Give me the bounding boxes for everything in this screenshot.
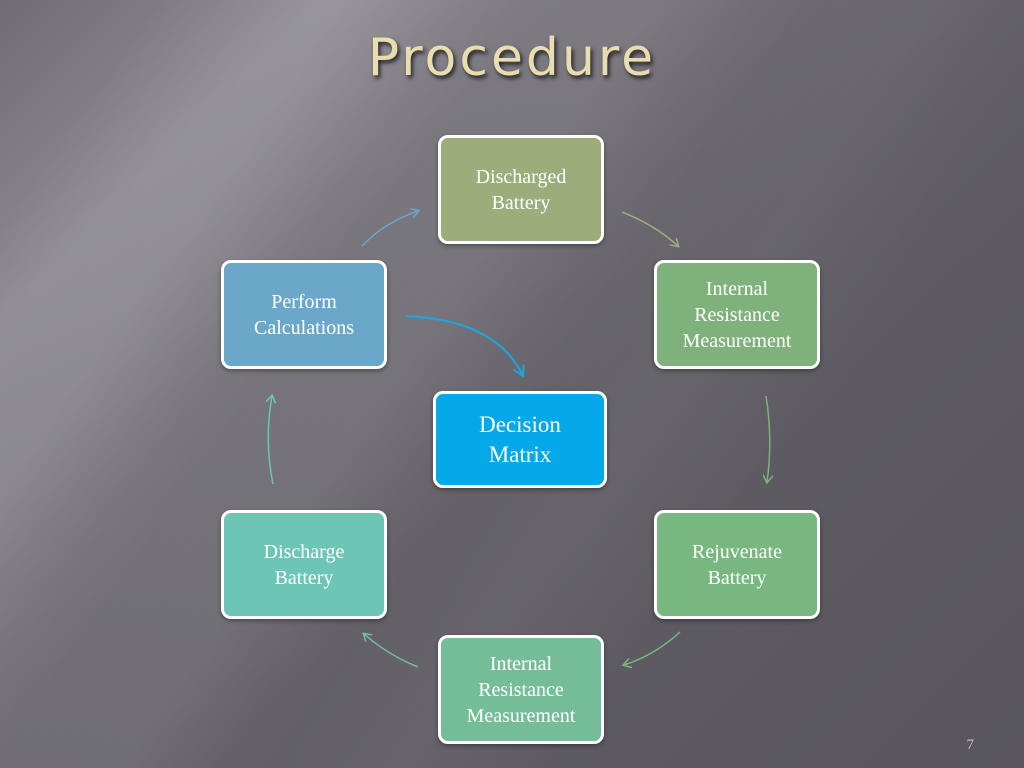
arrow-irm-to-discharge [364, 634, 419, 668]
node-perform-calculations-label: Perform Calculations [254, 290, 354, 339]
node-discharge-battery: Discharge Battery [221, 510, 387, 619]
node-internal-resistance-top: Internal Resistance Measurement [654, 260, 820, 369]
node-decision-matrix-label: Decision Matrix [479, 411, 561, 467]
page-number: 7 [966, 737, 975, 753]
arrow-irm-to-rejuvenate [766, 395, 770, 482]
node-perform-calculations: Perform Calculations [221, 260, 387, 369]
node-rejuvenate-battery: Rejuvenate Battery [654, 510, 820, 619]
node-internal-resistance-bottom: Internal Resistance Measurement [438, 635, 604, 744]
node-rejuvenate-battery-label: Rejuvenate Battery [692, 540, 782, 589]
node-discharged-battery: Discharged Battery [438, 135, 604, 244]
arrow-rejuvenate-to-irm [624, 631, 681, 665]
arrow-perform-to-discharged [361, 211, 418, 247]
arrow-discharged-to-irm [621, 211, 678, 246]
node-discharged-battery-label: Discharged Battery [475, 165, 567, 214]
node-internal-resistance-top-label: Internal Resistance Measurement [682, 277, 792, 352]
node-internal-resistance-bottom-label: Internal Resistance Measurement [466, 652, 576, 727]
arrow-perform-to-decision [405, 315, 522, 374]
node-discharge-battery-label: Discharge Battery [263, 540, 345, 589]
slide-title: Procedure [367, 28, 657, 88]
node-decision-matrix: Decision Matrix [433, 391, 607, 488]
arrow-discharge-to-perform [268, 396, 273, 485]
